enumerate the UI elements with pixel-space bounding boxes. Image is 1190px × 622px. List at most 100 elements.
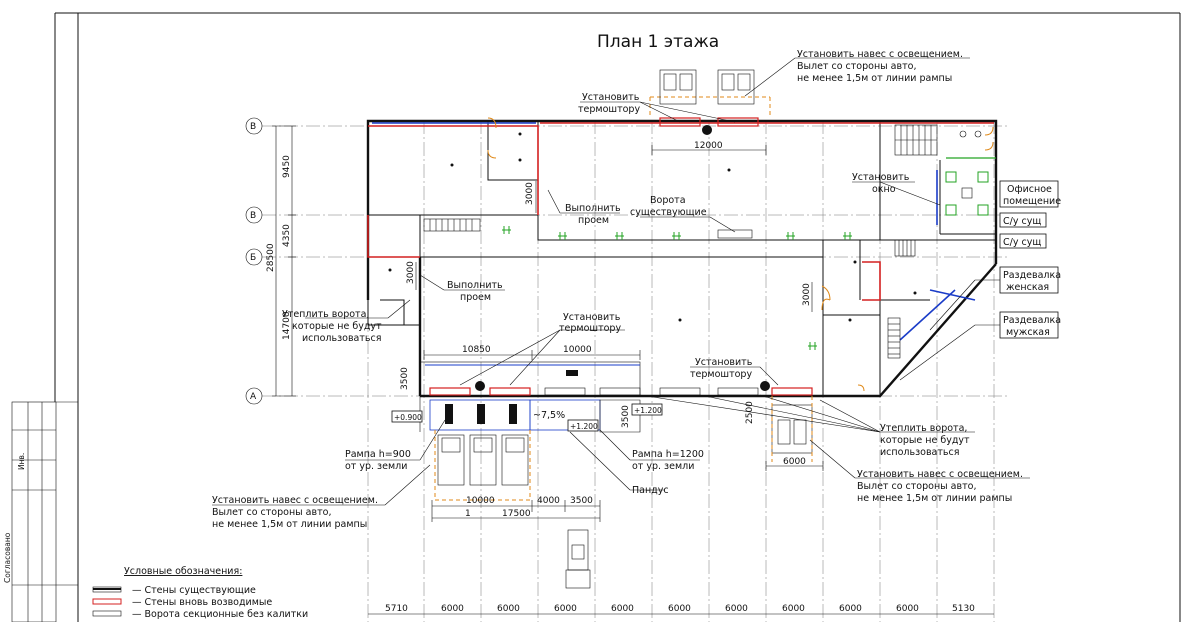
stairs-center — [894, 239, 916, 257]
room-labels: Офисное помещение С/у сущ С/у сущ Раздев… — [999, 180, 1061, 339]
stamp-inv: Инв. — [17, 453, 26, 470]
dim-3000c: 3000 — [802, 283, 812, 306]
axis-label-v1: В — [250, 122, 256, 132]
bottom-dim-10: 6000 — [896, 604, 919, 614]
bottom-dim-1: 5710 — [385, 604, 408, 614]
note-canopy-top-2: Вылет со стороны авто, — [797, 61, 916, 72]
note-curtain-top-2: термоштору — [578, 104, 640, 115]
dock-gates-row-a — [429, 381, 813, 396]
note-window-2: окно — [872, 184, 896, 195]
level-0900: +0.900 — [394, 413, 422, 422]
dock-gates-top — [649, 96, 771, 239]
axis-label-a: А — [250, 392, 257, 402]
legend-item-existing: — Стены существующие — [132, 585, 256, 596]
slope-label: ~7,5% — [533, 410, 565, 421]
dim-9450: 9450 — [282, 155, 292, 178]
trucks-top — [659, 69, 755, 105]
note-ramp-900-2: от ур. земли — [345, 461, 407, 472]
note-insulate-left-3: использоваться — [302, 333, 381, 344]
legend-item-gates: — Ворота секционные без калитки — [132, 609, 308, 620]
bottom-dim-5: 6000 — [611, 604, 634, 614]
room-wc-1: С/у сущ — [1003, 216, 1041, 227]
dim-4350: 4350 — [282, 224, 292, 247]
grid-axes — [262, 120, 1010, 622]
side-stamp: Согласовано Инв. — [3, 401, 78, 622]
bottom-dim-9: 6000 — [839, 604, 862, 614]
dim-14700: 14700 — [282, 311, 292, 340]
bottom-dim-7: 6000 — [725, 604, 748, 614]
bottom-dim-11: 5130 — [952, 604, 975, 614]
doors — [487, 117, 994, 392]
note-ramp-900-1: Рампа h=900 — [345, 449, 411, 460]
note-insulate-right-2: которые не будут — [880, 435, 970, 446]
light-fixtures — [502, 226, 852, 350]
room-office-1: Офисное — [1007, 184, 1052, 195]
office-furniture — [945, 130, 996, 216]
note-canopy-left-2: Вылет со стороны авто, — [212, 507, 331, 518]
note-canopy-right-3: не менее 1,5м от линии рампы — [857, 493, 1012, 504]
stairs-top-right — [894, 124, 938, 156]
note-insulate-left-1: Утеплить ворота, — [282, 309, 369, 320]
room-locker-m-1: Раздевалка — [1003, 315, 1061, 326]
note-curtain-right-1: Установить — [695, 357, 753, 368]
annotations: Установить навес с освещением. Вылет со … — [212, 49, 1023, 530]
dim-17500: 17500 — [502, 509, 531, 519]
dim-3000b: 3000 — [406, 261, 416, 284]
dim-1: 1 — [465, 509, 471, 519]
vertical-dimensions: 9450 4350 28500 14700 3500 — [266, 125, 410, 397]
note-canopy-top-3: не менее 1,5м от линии рампы — [797, 73, 952, 84]
dim-6000-ramp: 6000 — [783, 457, 806, 467]
dimensions: 12000 3000 3000 3000 10850 10000 2500 60… — [391, 141, 824, 522]
dim-3000a: 3000 — [525, 182, 535, 205]
stairs-locker — [887, 317, 901, 359]
note-insulate-right-3: использоваться — [880, 447, 959, 458]
note-opening-2a: Выполнить — [447, 280, 503, 291]
note-canopy-right-1: Установить навес с освещением. — [857, 469, 1023, 480]
note-curtain-mid-2: термоштору — [559, 323, 621, 334]
note-curtain-mid-1: Установить — [563, 312, 621, 323]
bottom-dimension-chain: 5710 6000 6000 6000 6000 6000 6000 6000 … — [368, 604, 994, 615]
dim-3500-right: 3500 — [621, 405, 631, 428]
axis-label-v2: В — [250, 211, 256, 221]
stamp-agreed: Согласовано — [3, 532, 12, 583]
bottom-dim-8: 6000 — [782, 604, 805, 614]
bottom-dim-2: 6000 — [441, 604, 464, 614]
stairs-mid-left — [423, 218, 481, 232]
dim-2500: 2500 — [745, 401, 755, 424]
level-1200a: +1.200 — [570, 422, 598, 431]
note-insulate-left-2: которые не будут — [292, 321, 382, 332]
note-curtain-right-2: термоштору — [690, 369, 752, 380]
note-window-1: Установить — [852, 172, 910, 183]
room-locker-f-1: Раздевалка — [1003, 270, 1061, 281]
dim-4000: 4000 — [537, 496, 560, 506]
room-office-2: помещение — [1003, 196, 1061, 207]
note-opening-1a: Выполнить — [565, 203, 621, 214]
note-ramp-1200-2: от ур. земли — [632, 461, 694, 472]
dim-3500-left: 3500 — [400, 367, 410, 390]
dim-10000: 10000 — [563, 345, 592, 355]
note-opening-2b: проем — [460, 292, 491, 303]
note-canopy-left-1: Установить навес с освещением. — [212, 495, 378, 506]
note-canopy-right-2: Вылет со стороны авто, — [857, 481, 976, 492]
note-canopy-left-3: не менее 1,5м от линии рампы — [212, 519, 367, 530]
page-title: План 1 этажа — [597, 32, 719, 52]
note-insulate-right-1: Утеплить ворота, — [880, 423, 967, 434]
note-curtain-top-1: Установить — [582, 92, 640, 103]
dim-12000: 12000 — [694, 141, 723, 151]
legend: Условные обозначения: — Стены существующ… — [92, 566, 308, 620]
note-gates-existing-2: существующие — [630, 207, 707, 218]
level-1200b: +1.200 — [634, 406, 662, 415]
bottom-dim-3: 6000 — [497, 604, 520, 614]
dim-3500-bottom: 3500 — [570, 496, 593, 506]
note-opening-1b: проем — [578, 215, 609, 226]
legend-item-new: — Стены вновь возводимые — [132, 597, 272, 608]
note-pandus: Пандус — [632, 485, 669, 496]
dim-10000-bottom: 10000 — [466, 496, 495, 506]
sheet-frame — [54, 12, 1181, 622]
legend-title: Условные обозначения: — [124, 566, 242, 577]
axis-bubbles: В В Б А — [245, 117, 263, 405]
ramp-area — [419, 361, 813, 589]
leader-lines — [212, 57, 1030, 506]
bottom-dim-4: 6000 — [554, 604, 577, 614]
